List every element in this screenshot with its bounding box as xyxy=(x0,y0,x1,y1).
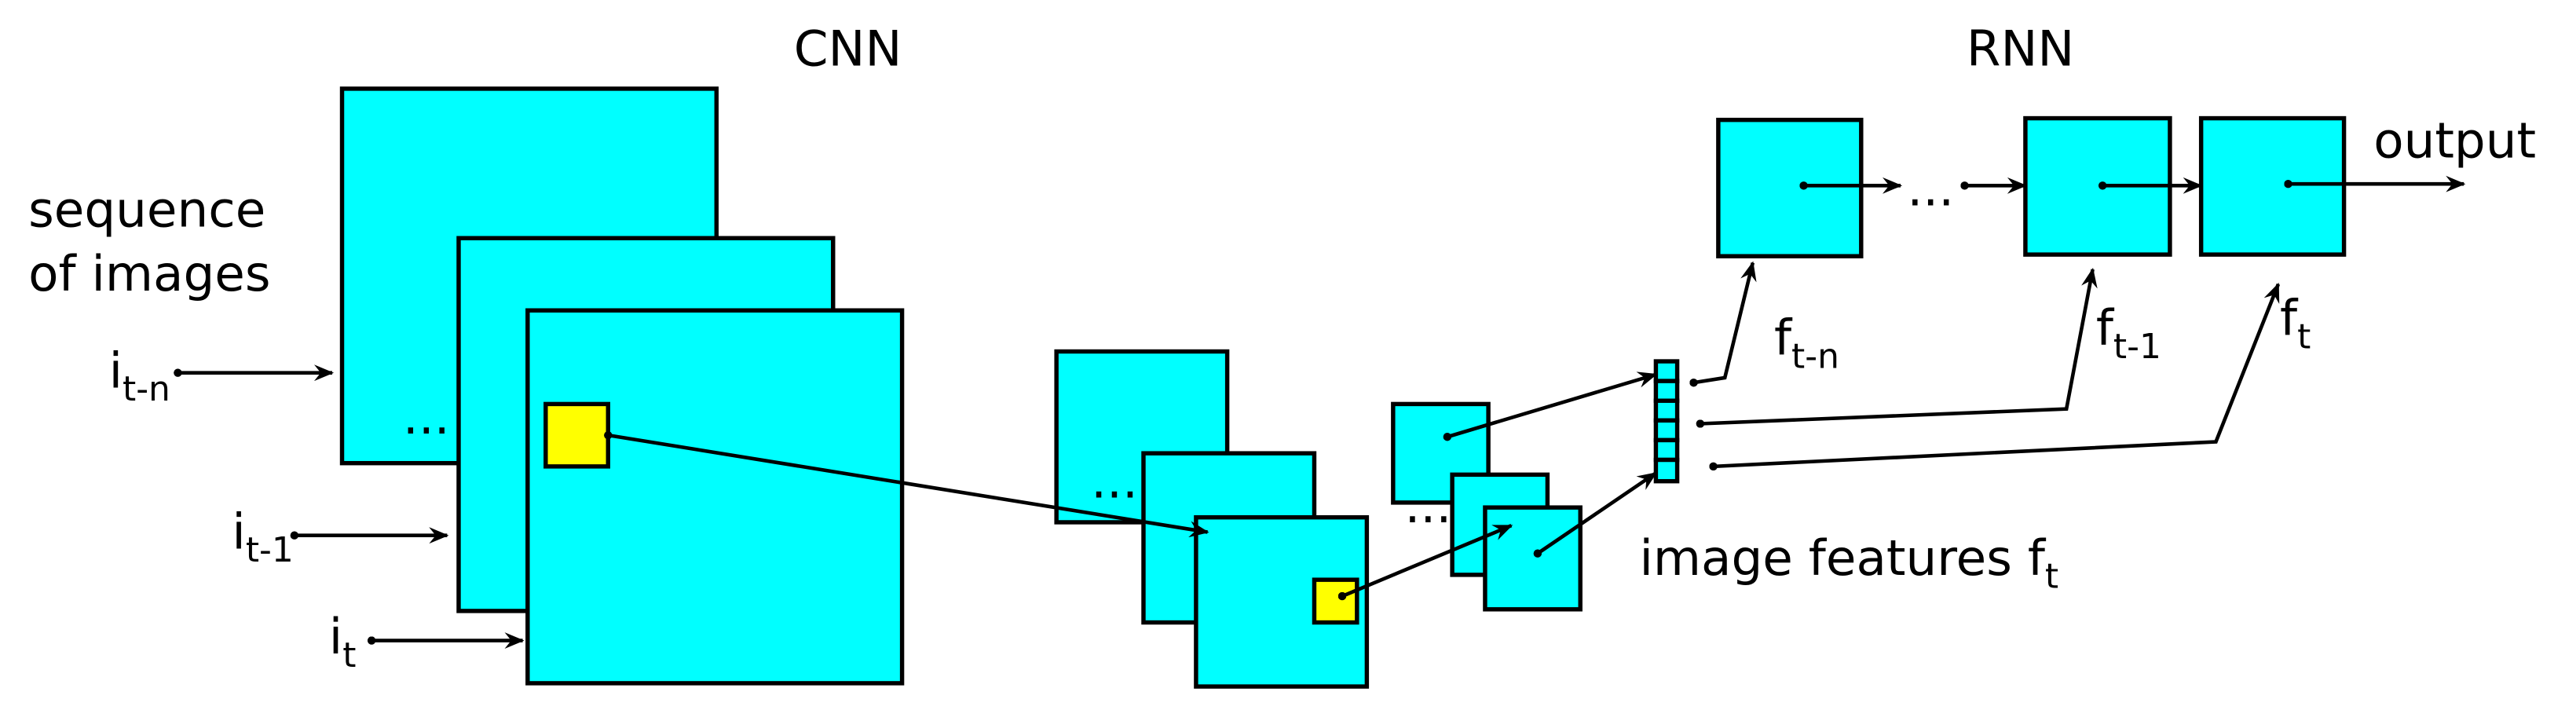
arrow-icon xyxy=(1443,371,1658,441)
sequence-label: sequence xyxy=(28,181,265,239)
input-image-stack: ... xyxy=(339,86,905,686)
sequence-label-2: of images xyxy=(28,245,270,302)
input-label-t-n: it-n xyxy=(109,342,335,410)
svg-text:it-1: it-1 xyxy=(232,503,293,570)
ellipsis: ... xyxy=(1404,477,1451,534)
conv-layer-2-stack: ... xyxy=(1391,401,1583,612)
image-frame-t xyxy=(525,308,905,686)
receptive-field-highlight xyxy=(543,401,610,469)
ellipsis: ... xyxy=(403,388,450,445)
feature-label-t-n: ft-n xyxy=(1774,309,1839,377)
arrow-icon xyxy=(1689,261,1757,387)
arrow-icon xyxy=(604,430,1209,538)
ellipsis: ... xyxy=(1907,159,1954,217)
input-label-t-1: it-1 xyxy=(232,503,449,570)
rnn-title: RNN xyxy=(1967,20,2074,78)
svg-text:it-n: it-n xyxy=(109,342,170,410)
feature-map xyxy=(1483,505,1583,612)
input-label-t: it xyxy=(329,608,525,675)
arrow-icon xyxy=(1709,282,2281,471)
feature-label-t: ft xyxy=(2280,290,2311,357)
feature-label-t-1: ft-1 xyxy=(2096,299,2161,367)
feature-vector xyxy=(1653,359,1680,484)
receptive-field-highlight xyxy=(1312,577,1359,625)
arrow-icon xyxy=(1337,524,1513,601)
conv-layer-1-stack: ... xyxy=(1054,349,1370,689)
image-features-label: image features ft xyxy=(1639,529,2058,597)
output-label: output xyxy=(2373,112,2536,170)
ellipsis: ... xyxy=(1091,452,1138,510)
arrow-icon xyxy=(1696,267,2098,428)
cnn-title: CNN xyxy=(794,20,902,78)
rnn-cell-t xyxy=(2198,115,2347,257)
rnn-cell-t-n xyxy=(1716,117,1864,258)
arrow-icon xyxy=(1533,471,1658,558)
svg-text:it: it xyxy=(329,608,357,675)
